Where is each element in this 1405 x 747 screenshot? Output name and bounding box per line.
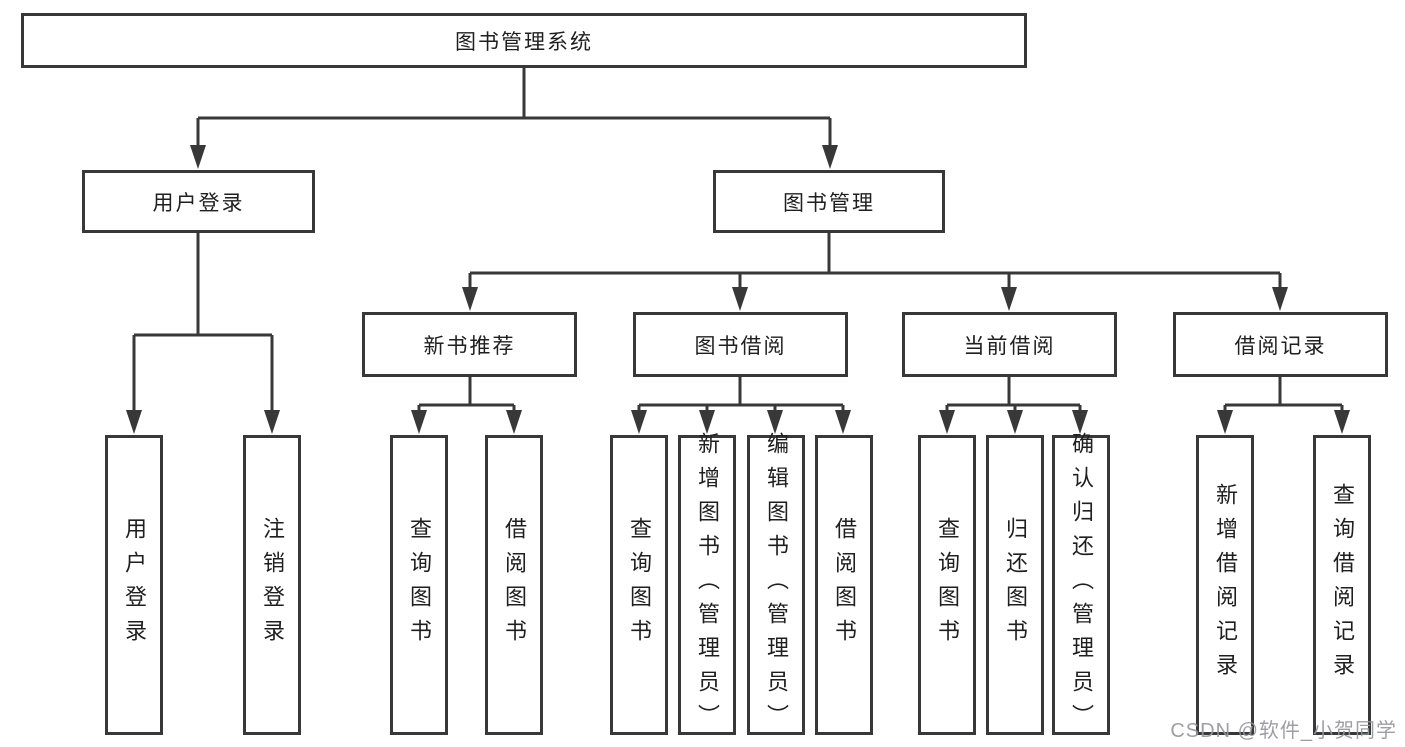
connector-new-book-recommend-children <box>417 377 516 412</box>
arrowheads-user-login-children <box>126 410 280 434</box>
node-borrowing-records: 借阅记录 <box>1173 312 1388 377</box>
leaf-borrowing-borrow-books-label: 借阅图书 <box>832 517 857 653</box>
leaf-logout: 注销登录 <box>243 435 301 735</box>
leaf-recommend-query-books-label: 查询图书 <box>407 517 432 653</box>
node-new-book-recommend: 新书推荐 <box>362 312 577 377</box>
leaf-current-return-books: 归还图书 <box>986 435 1044 735</box>
node-book-management: 图书管理 <box>713 170 945 233</box>
leaf-current-confirm-return-admin: 确认归还（管理员） <box>1052 432 1110 738</box>
node-current-borrowing: 当前借阅 <box>902 312 1117 377</box>
leaf-recommend-query-books: 查询图书 <box>390 435 448 735</box>
arrowheads-level3 <box>462 287 1288 311</box>
leaf-borrowing-add-books-admin-label: 新增图书（管理员） <box>695 432 720 738</box>
leaf-records-query-record: 查询借阅记录 <box>1313 435 1371 735</box>
leaf-borrowing-borrow-books: 借阅图书 <box>815 435 873 735</box>
connector-book-borrowing-children <box>637 377 845 412</box>
leaf-records-add-record: 新增借阅记录 <box>1196 435 1254 735</box>
arrowheads-current-borrowing <box>939 410 1088 434</box>
leaf-borrowing-edit-books-admin-label: 编辑图书（管理员） <box>764 432 789 738</box>
leaf-logout-label: 注销登录 <box>260 517 285 653</box>
arrowheads-book-borrowing <box>631 410 851 434</box>
connector-book-management-children <box>468 233 1282 290</box>
node-book-borrowing: 图书借阅 <box>633 312 848 377</box>
leaf-current-return-books-label: 归还图书 <box>1003 517 1028 653</box>
connector-user-login-children <box>132 233 274 414</box>
leaf-current-query-books-label: 查询图书 <box>935 517 960 653</box>
connector-current-borrowing-children <box>945 377 1082 412</box>
leaf-records-add-record-label: 新增借阅记录 <box>1213 483 1238 687</box>
leaf-recommend-borrow-books: 借阅图书 <box>485 435 543 735</box>
leaf-user-login-label: 用户登录 <box>122 517 147 653</box>
leaf-records-query-record-label: 查询借阅记录 <box>1330 483 1355 687</box>
node-user-login: 用户登录 <box>82 170 315 233</box>
connector-borrowing-records-children <box>1223 377 1344 412</box>
arrowheads-borrowing-records <box>1217 410 1350 434</box>
node-library-system: 图书管理系统 <box>21 13 1027 68</box>
leaf-current-query-books: 查询图书 <box>918 435 976 735</box>
arrowheads-new-book-recommend <box>411 410 522 434</box>
leaf-borrowing-query-books-label: 查询图书 <box>627 517 652 653</box>
leaf-borrowing-edit-books-admin: 编辑图书（管理员） <box>747 432 805 738</box>
leaf-recommend-borrow-books-label: 借阅图书 <box>502 517 527 653</box>
leaf-borrowing-add-books-admin: 新增图书（管理员） <box>678 432 736 738</box>
connector-root-to-level2 <box>196 68 832 150</box>
leaf-current-confirm-return-admin-label: 确认归还（管理员） <box>1069 432 1094 738</box>
arrowheads-level2 <box>190 145 838 169</box>
leaf-user-login: 用户登录 <box>105 435 163 735</box>
leaf-borrowing-query-books: 查询图书 <box>610 435 668 735</box>
csdn-watermark: CSDN @软件_小贺同学 <box>1170 720 1397 742</box>
